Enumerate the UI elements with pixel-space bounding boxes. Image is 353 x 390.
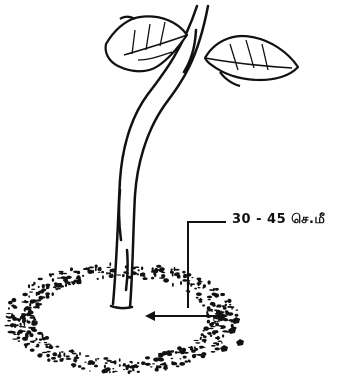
right-leaf xyxy=(205,36,298,86)
left-leaf xyxy=(106,16,187,71)
soil-ring xyxy=(4,262,244,374)
distance-label: 30 - 45 செ.மீ xyxy=(232,212,325,228)
distance-arrow xyxy=(145,311,228,321)
label-leader-line xyxy=(188,222,226,308)
